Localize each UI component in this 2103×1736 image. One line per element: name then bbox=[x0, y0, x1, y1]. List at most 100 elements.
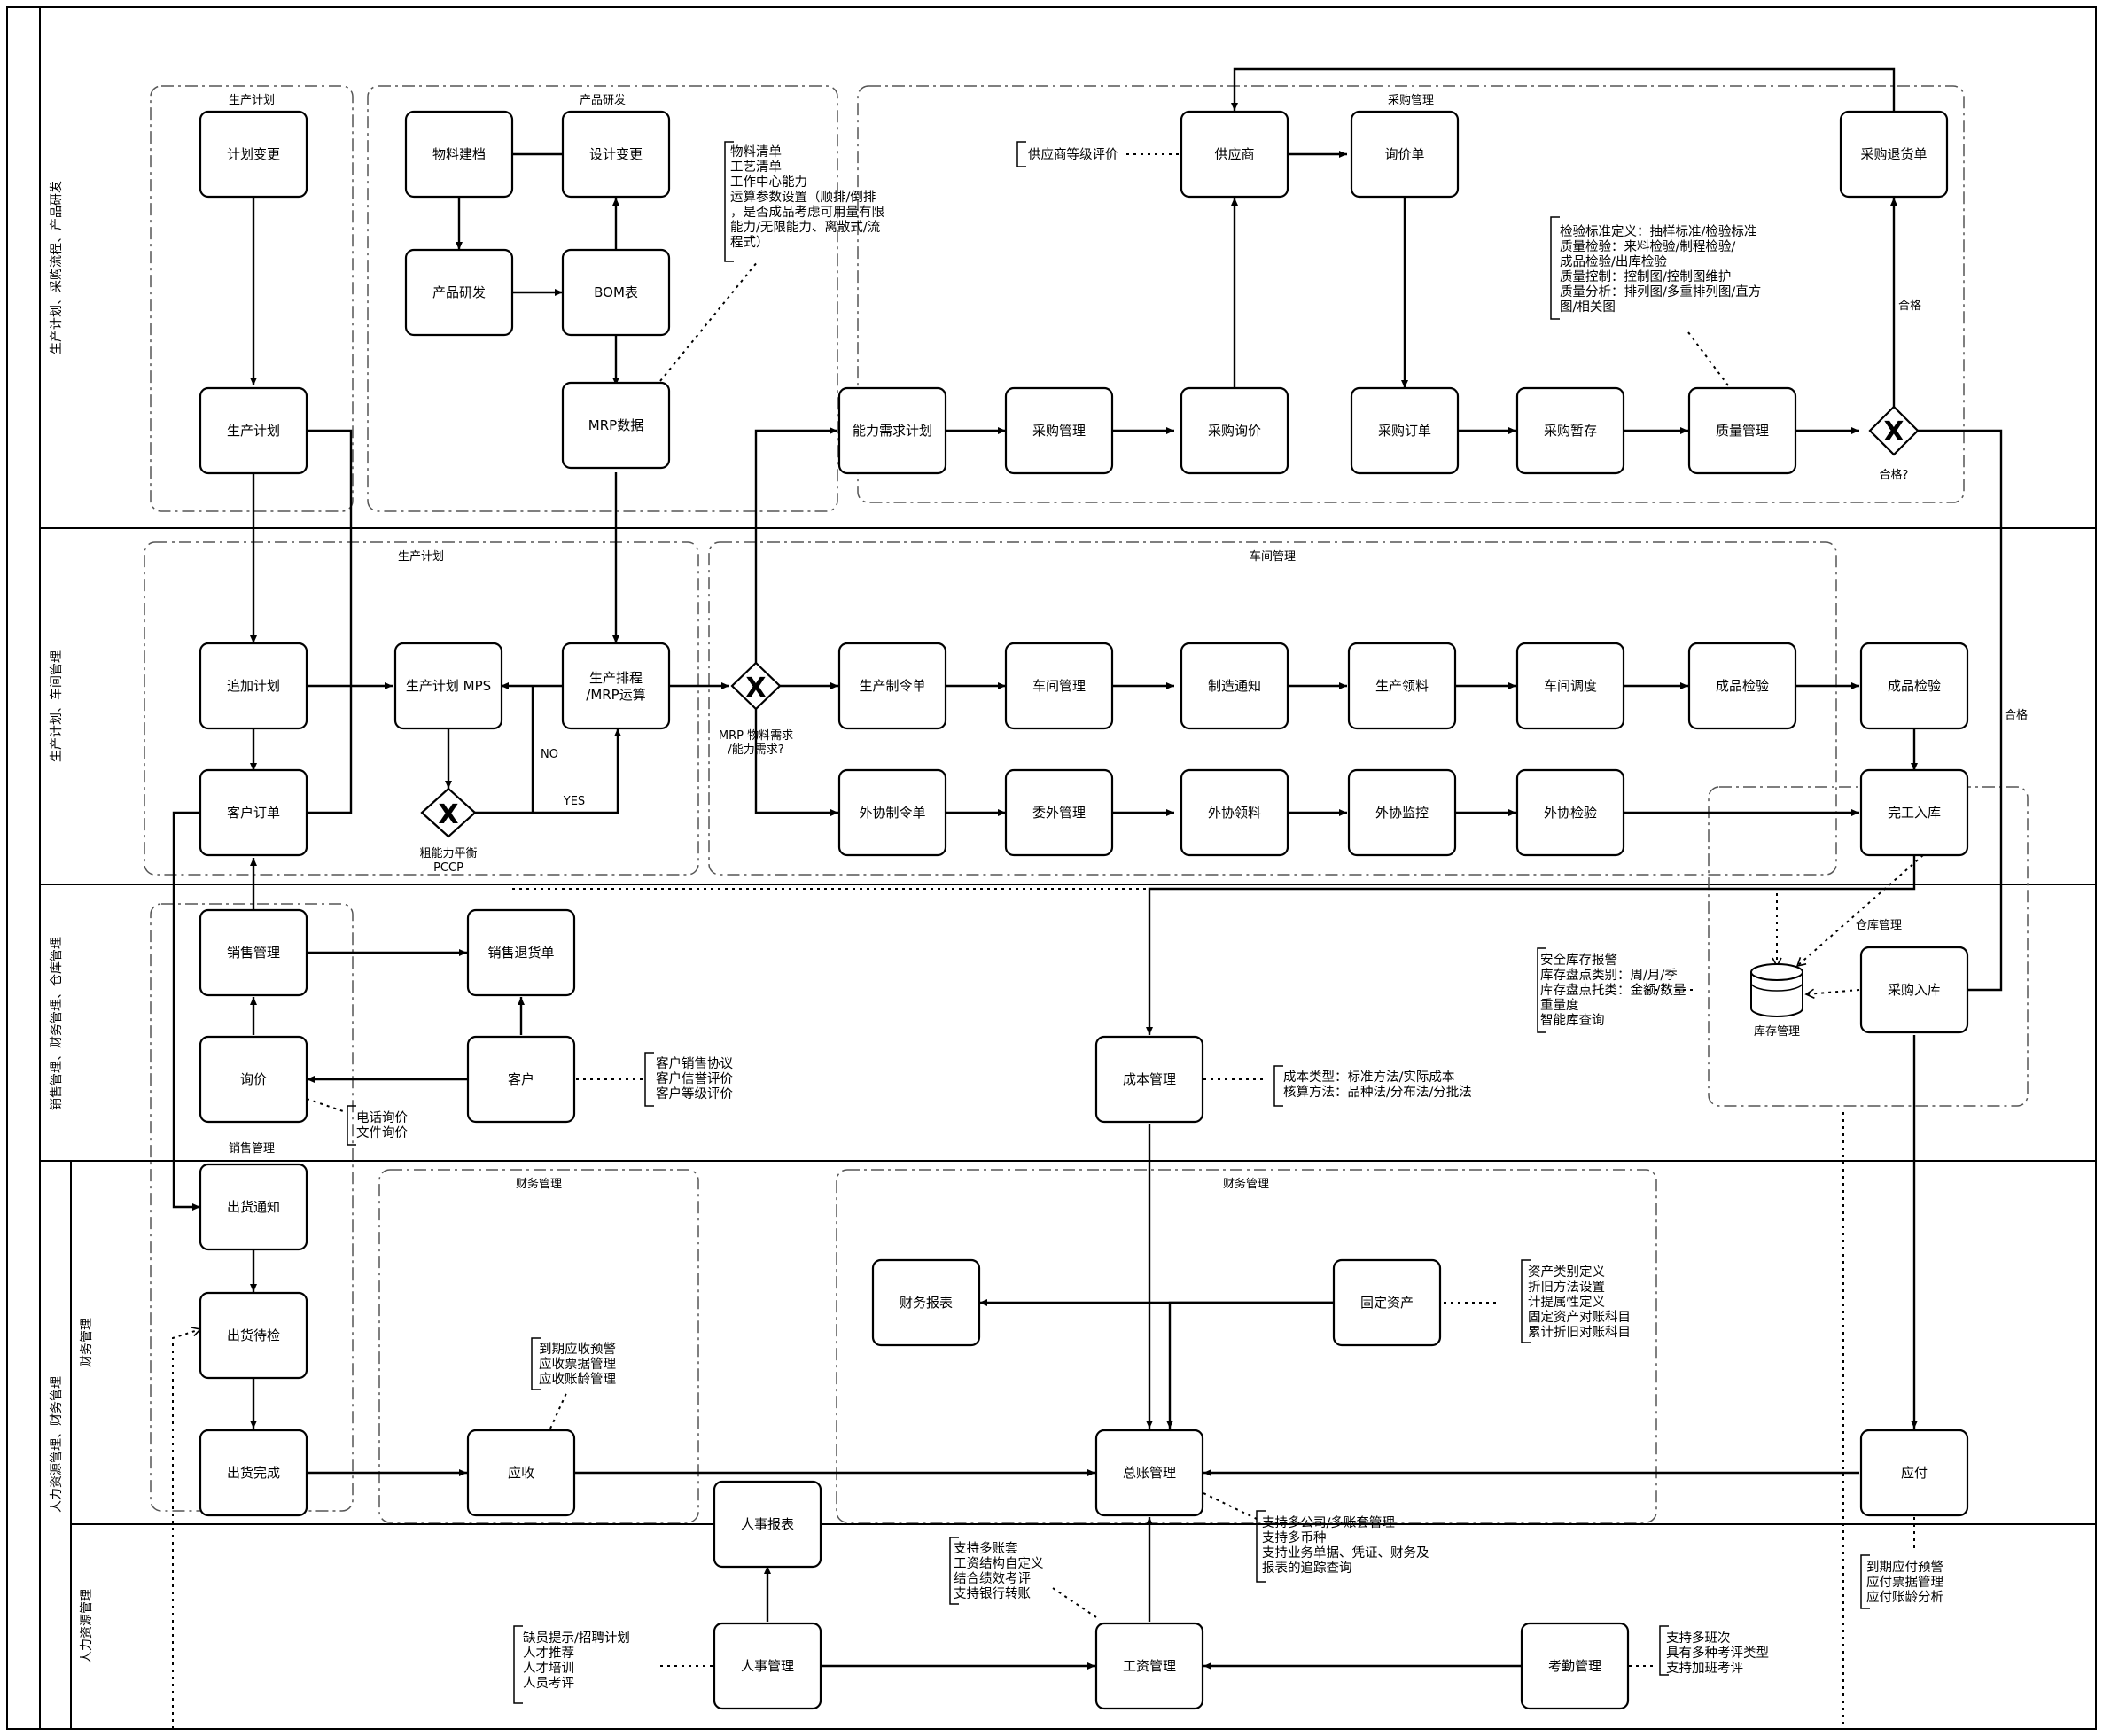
node-workshop-dispatch-shape bbox=[1515, 642, 1625, 730]
node-add-plan-shape bbox=[199, 642, 308, 730]
node-finished-goods-inspection-1: 成品检验 bbox=[1687, 642, 1797, 730]
node-shipment-complete: 出货完成 bbox=[199, 1429, 308, 1517]
node-purchase-return-label: 采购退货单 bbox=[1860, 146, 1927, 162]
node-shipment-notice-label: 出货通知 bbox=[227, 1199, 280, 1215]
group-title-finance-b: 财务管理 bbox=[1223, 1177, 1269, 1191]
node-outsourcing-order-shape bbox=[837, 768, 947, 857]
node-purchase-order-label: 采购订单 bbox=[1378, 423, 1431, 439]
node-outsourcing-monitoring-shape bbox=[1347, 768, 1457, 857]
node-finished-goods-inspection-2-label: 成品检验 bbox=[1888, 678, 1941, 694]
node-customer: 客户 bbox=[466, 1035, 576, 1124]
node-workshop-management-label: 车间管理 bbox=[1032, 678, 1086, 694]
node-purchase-order-shape bbox=[1350, 386, 1460, 475]
node-inquiry-sheet: 询价单 bbox=[1350, 110, 1460, 199]
group-prod-plan-top bbox=[150, 85, 354, 512]
gateway-mrp-demand: X MRP 物料需求 /能力需求? bbox=[719, 661, 793, 757]
note-cost: 成本类型：标准方法/实际成本核算方法：品种法/分布法/分批法 bbox=[1273, 1065, 1472, 1107]
node-outsourcing-inspection-label: 外协检验 bbox=[1544, 805, 1597, 821]
note-mrp-params: 物料清单工艺清单工作中心能力运算参数设置（顺排/倒排，是否成品考虑可用量有限能力… bbox=[724, 141, 884, 262]
node-workshop-dispatch-label: 车间调度 bbox=[1544, 678, 1597, 694]
note-attendance: 支持多班次具有多种考评类型支持加班考评 bbox=[1659, 1625, 1769, 1676]
node-hr-management-shape bbox=[713, 1622, 822, 1710]
svg-text:安全库存报警库存盘点类别：周/月/季库存盘点托类：金额/数量: 安全库存报警库存盘点类别：周/月/季库存盘点托类：金额/数量重量度智能库查询 bbox=[1540, 952, 1686, 1028]
node-fixed-assets-shape bbox=[1332, 1258, 1442, 1347]
node-purchase-inquiry: 采购询价 bbox=[1180, 386, 1289, 475]
node-bom-shape bbox=[561, 248, 671, 337]
node-scheduling-mrp-label: 生产排程 bbox=[589, 670, 643, 686]
node-customer-order-shape bbox=[199, 768, 308, 857]
node-quality-management-shape bbox=[1687, 386, 1797, 475]
node-design-change: 设计变更 bbox=[561, 110, 671, 199]
svg-text:检验标准定义：抽样标准/检验标准质量检验：来料检验/制程检验: 检验标准定义：抽样标准/检验标准质量检验：来料检验/制程检验/成品检验/出库检验… bbox=[1560, 224, 1761, 315]
node-inquiry-shape bbox=[199, 1035, 308, 1124]
node-sales-return: 销售退货单 bbox=[466, 908, 576, 997]
group-product-rd bbox=[367, 85, 838, 512]
svg-text:物料清单工艺清单工作中心能力运算参数设置（顺排/倒排，是否成: 物料清单工艺清单工作中心能力运算参数设置（顺排/倒排，是否成品考虑可用量有限能力… bbox=[730, 144, 884, 250]
node-outsourcing-monitoring: 外协监控 bbox=[1347, 768, 1457, 857]
node-outsourcing-management-shape bbox=[1004, 768, 1114, 857]
node-shipment-complete-label: 出货完成 bbox=[227, 1465, 280, 1481]
node-accounts-receivable: 应收 bbox=[466, 1429, 576, 1517]
node-product-development-shape bbox=[404, 248, 514, 337]
node-design-change-label: 设计变更 bbox=[589, 146, 643, 162]
lane-label-2: 生产计划、车间管理 bbox=[49, 650, 64, 762]
note-inventory: 安全库存报警库存盘点类别：周/月/季库存盘点托类：金额/数量重量度智能库查询 bbox=[1537, 947, 1686, 1033]
node-completion-stock-in: 完工入库 bbox=[1859, 768, 1969, 857]
node-purchase-temp-storage-label: 采购暂存 bbox=[1544, 423, 1597, 439]
node-fixed-assets: 固定资产 bbox=[1332, 1258, 1442, 1347]
node-manufacturing-notice-label: 制造通知 bbox=[1208, 678, 1261, 694]
node-production-plan-label: 生产计划 bbox=[227, 423, 280, 439]
note-payroll: 支持多账套工资结构自定义结合绩效考评支持银行转账 bbox=[949, 1537, 1044, 1605]
node-shipment-notice: 出货通知 bbox=[199, 1163, 308, 1251]
node-accounts-payable-shape bbox=[1859, 1429, 1969, 1517]
node-customer-order-label: 客户订单 bbox=[227, 805, 280, 821]
node-purchase-order: 采购订单 bbox=[1350, 386, 1460, 475]
node-supplier-shape bbox=[1180, 110, 1289, 199]
node-hr-report: 人事报表 bbox=[713, 1480, 822, 1569]
node-hr-management-label: 人事管理 bbox=[741, 1658, 794, 1674]
group-finance-b bbox=[836, 1169, 1657, 1523]
node-hr-management: 人事管理 bbox=[713, 1622, 822, 1710]
node-outsourcing-monitoring-label: 外协监控 bbox=[1375, 805, 1429, 821]
node-sales-return-shape bbox=[466, 908, 576, 997]
node-sales-management-shape bbox=[199, 908, 308, 997]
sublane-label-finance: 财务管理 bbox=[80, 1318, 94, 1367]
node-manufacturing-notice-shape bbox=[1180, 642, 1289, 730]
node-mrp-data-label: MRP数据 bbox=[588, 417, 643, 433]
node-purchase-stock-in-label: 采购入库 bbox=[1888, 982, 1941, 998]
node-quality-management: 质量管理 bbox=[1687, 386, 1797, 475]
node-bom: BOM表 bbox=[561, 248, 671, 337]
node-product-development-label: 产品研发 bbox=[432, 284, 486, 300]
node-capacity-plan: 能力需求计划 bbox=[837, 386, 947, 475]
node-plan-change: 计划变更 bbox=[199, 110, 308, 199]
node-plan-change-shape bbox=[199, 110, 308, 199]
node-production-plan: 生产计划 bbox=[199, 386, 308, 475]
node-completion-stock-in-shape bbox=[1859, 768, 1969, 857]
sublane-label-hr: 人力资源管理 bbox=[80, 1589, 94, 1663]
gateway-label-mrp-1: MRP 物料需求 bbox=[719, 729, 793, 743]
notes: 物料清单工艺清单工作中心能力运算参数设置（顺排/倒排，是否成品考虑可用量有限能力… bbox=[347, 141, 1943, 1704]
node-financial-report: 财务报表 bbox=[871, 1258, 981, 1347]
node-purchase-return: 采购退货单 bbox=[1839, 110, 1949, 199]
node-outsourcing-inspection-shape bbox=[1515, 768, 1625, 857]
node-bom-label: BOM表 bbox=[594, 284, 638, 300]
svg-text:资产类别定义折旧方法设置计提属性定义固定资产对账科目累计折旧: 资产类别定义折旧方法设置计提属性定义固定资产对账科目累计折旧对账科目 bbox=[1528, 1265, 1631, 1340]
gateway-label-pccp-1: 粗能力平衡 bbox=[419, 847, 477, 860]
node-purchase-management-label: 采购管理 bbox=[1032, 423, 1086, 439]
node-finished-goods-inspection-2-shape bbox=[1859, 642, 1969, 730]
node-payroll-management-label: 工资管理 bbox=[1123, 1658, 1176, 1674]
node-workshop-management: 车间管理 bbox=[1004, 642, 1114, 730]
node-attendance-management-shape bbox=[1520, 1622, 1630, 1710]
node-production-plan-shape bbox=[199, 386, 308, 475]
node-plan-change-label: 计划变更 bbox=[227, 146, 280, 162]
group-finance-a bbox=[378, 1169, 699, 1523]
gateway-qualified: X 合格? bbox=[1868, 405, 1920, 482]
node-mps-shape bbox=[393, 642, 503, 730]
svg-text:到期应收预警应收票据管理应收账龄管理: 到期应收预警应收票据管理应收账龄管理 bbox=[539, 1341, 616, 1387]
lane-label-1: 生产计划、采购流程、产品研发 bbox=[50, 181, 64, 354]
note-customer: 客户销售协议客户信誉评价客户等级评价 bbox=[644, 1052, 733, 1107]
node-inquiry-sheet-label: 询价单 bbox=[1384, 146, 1424, 162]
node-outsourcing-picking-shape bbox=[1180, 768, 1289, 857]
node-attendance-management: 考勤管理 bbox=[1520, 1622, 1630, 1710]
